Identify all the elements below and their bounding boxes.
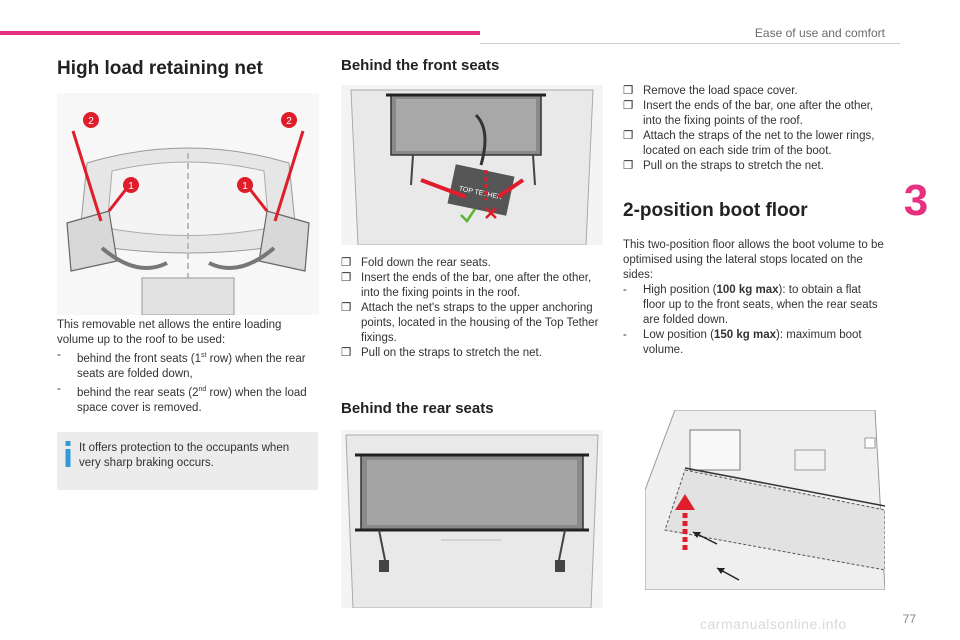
checkbox-icon: ❐: [341, 257, 352, 269]
rear-seats-steps: ❐Remove the load space cover. ❐Insert th…: [623, 84, 885, 174]
intro-paragraph: This removable net allows the entire loa…: [57, 319, 282, 346]
section-title-front-seats: Behind the front seats: [341, 57, 500, 74]
svg-text:1: 1: [242, 181, 248, 192]
list-item-front-seats: -behind the front seats (1st row) when t…: [57, 349, 306, 380]
header-accent-bar: [0, 31, 480, 35]
list-item-rear-seats: -behind the rear seats (2nd row) when th…: [57, 382, 307, 414]
high-position-item: -High position (100 kg max): to obtain a…: [623, 284, 878, 326]
dash-marker: -: [57, 349, 61, 361]
boot-floor-intro: This two-position floor allows the boot …: [623, 239, 884, 281]
section-header-title: Ease of use and comfort: [754, 26, 885, 40]
step-item: ❐Pull on the straps to stretch the net.: [623, 160, 824, 172]
front-seats-figure: TOP TETHER: [341, 85, 603, 245]
chapter-number: 3: [903, 176, 929, 225]
svg-text:2: 2: [88, 116, 94, 127]
section-title-boot-floor: 2-position boot floor: [623, 200, 808, 221]
boot-floor-illustration: [645, 410, 885, 590]
step-item: ❐Attach the straps of the net to the low…: [623, 130, 875, 157]
page-number: 77: [902, 612, 916, 626]
boot-floor-text: This two-position floor allows the boot …: [623, 238, 885, 358]
boot-floor-figure: [645, 410, 885, 590]
info-box: It offers protection to the occupants wh…: [57, 432, 318, 490]
section-title-rear-seats: Behind the rear seats: [341, 400, 494, 417]
callout-1-right: 1: [237, 177, 253, 193]
net-roof-illustration: 2 2 1 1: [57, 93, 319, 315]
watermark: carmanualsonline.info: [700, 616, 847, 632]
callout-2-left: 2: [83, 112, 99, 128]
step-item: ❐Insert the ends of the bar, one after t…: [623, 100, 874, 127]
low-position-item: -Low position (150 kg max): maximum boot…: [623, 329, 862, 356]
dash-marker: -: [623, 329, 627, 341]
checkbox-icon: ❐: [623, 100, 634, 112]
header-rule: [480, 43, 900, 44]
intro-text: This removable net allows the entire loa…: [57, 318, 319, 416]
net-roof-figure: 2 2 1 1: [57, 93, 319, 315]
front-seats-steps: ❐Fold down the rear seats. ❐Insert the e…: [341, 256, 603, 361]
step-item: ❐Remove the load space cover.: [623, 85, 798, 97]
checkbox-icon: ❐: [341, 347, 352, 359]
rear-seats-figure: [341, 430, 603, 608]
page-title: High load retaining net: [57, 58, 263, 79]
checkbox-icon: ❐: [623, 130, 634, 142]
checkbox-icon: ❐: [623, 85, 634, 97]
rear-seats-illustration: [341, 430, 603, 608]
step-item: ❐Pull on the straps to stretch the net.: [341, 347, 542, 359]
checkbox-icon: ❐: [341, 302, 352, 314]
step-item: ❐Insert the ends of the bar, one after t…: [341, 272, 592, 299]
dash-marker: -: [57, 382, 61, 395]
checkbox-icon: ❐: [341, 272, 352, 284]
callout-2-right: 2: [281, 112, 297, 128]
checkbox-icon: ❐: [623, 160, 634, 172]
step-item: ❐Fold down the rear seats.: [341, 257, 491, 269]
svg-text:1: 1: [128, 181, 134, 192]
front-seats-illustration: TOP TETHER: [341, 85, 603, 245]
svg-text:2: 2: [286, 116, 292, 127]
step-item: ❐Attach the net's straps to the upper an…: [341, 302, 599, 344]
info-text: It offers protection to the occupants wh…: [79, 442, 290, 469]
info-icon: [65, 441, 71, 467]
callout-1-left: 1: [123, 177, 139, 193]
dash-marker: -: [623, 284, 627, 296]
